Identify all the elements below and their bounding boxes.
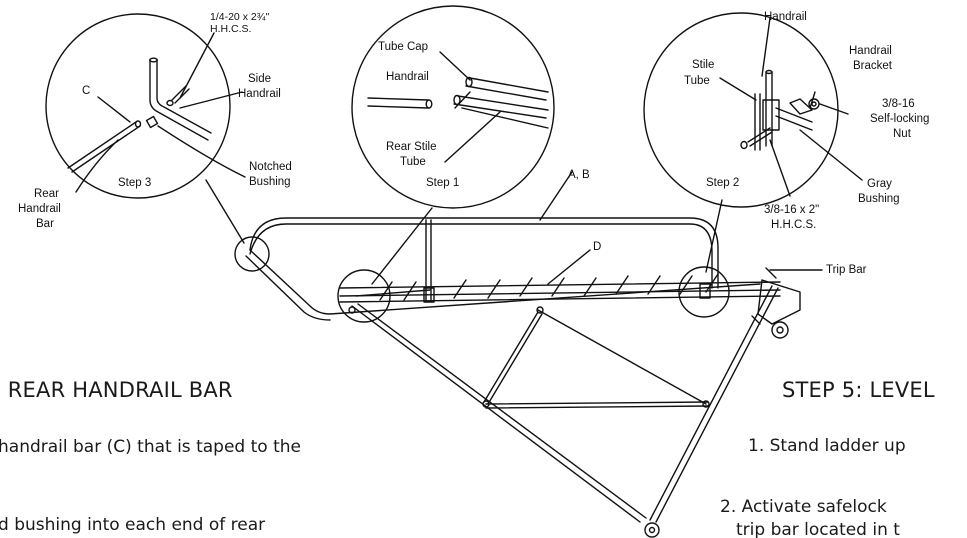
label-step1: Step 1 — [426, 177, 459, 189]
ladder-callout-circle-b — [337, 269, 391, 323]
label-rear-stile: Rear Stile — [386, 141, 437, 153]
ladder-callout-circle-a — [234, 236, 270, 272]
label-step2: Step 2 — [706, 177, 739, 189]
diagram-labels: 1/4-20 x 2¾" H.H.C.S. C Side Handrail Re… — [18, 11, 929, 276]
label-rear-handrail: Handrail — [18, 203, 61, 215]
label-bushing: Bushing — [249, 176, 291, 188]
label-stile: Stile — [692, 59, 714, 71]
label-hhcs-b-size: 3/8-16 x 2" — [764, 204, 819, 216]
rear-stile-tube-part — [453, 94, 549, 119]
label-d: D — [593, 241, 601, 253]
label-stile-tube: Tube — [684, 75, 710, 87]
label-step3: Step 3 — [118, 177, 151, 189]
label-rear-stile-tube: Tube — [400, 156, 426, 168]
label-trip-bar: Trip Bar — [826, 264, 867, 276]
left-step-heading: . REAR HANDRAIL BAR — [0, 378, 233, 402]
stile-tube-part — [754, 69, 780, 151]
label-side: Side — [248, 73, 271, 85]
label-nut: Nut — [893, 128, 912, 140]
handrail-bracket-part — [775, 98, 813, 131]
label-rear: Rear — [34, 188, 59, 200]
detail-circle-step1 — [351, 5, 555, 209]
label-handrail-bracket-2: Bracket — [853, 60, 893, 72]
nut-part — [808, 98, 820, 110]
side-handrail-part — [148, 57, 212, 141]
label-ab: A, B — [568, 169, 590, 181]
detail-circle-step3 — [45, 13, 231, 199]
right-instruction-line-2: 2. Activate safelock — [720, 497, 887, 517]
label-self-locking: Self-locking — [870, 113, 929, 125]
right-step-heading: STEP 5: LEVEL — [782, 378, 935, 402]
handrail-tube-step1 — [367, 97, 433, 109]
notched-bushing-part — [145, 115, 159, 129]
left-instruction-line-2: d bushing into each end of rear — [0, 515, 266, 535]
label-side-handrail: Handrail — [238, 88, 281, 100]
label-handrail-bracket-1: Handrail — [849, 45, 892, 57]
label-hhcs-b-type: H.H.C.S. — [771, 219, 816, 231]
right-instruction-line-1: 1. Stand ladder up — [748, 436, 906, 456]
label-nut-size: 3/8-16 — [882, 98, 915, 110]
detail-circle-step2 — [643, 12, 839, 208]
label-hhcs-size: 1/4-20 x 2¾" — [210, 11, 269, 23]
hhcs-bolt-step3 — [166, 85, 190, 107]
label-tube-cap: Tube Cap — [378, 41, 428, 53]
tube-cap-part — [465, 76, 549, 101]
ladder-drawing — [245, 217, 801, 538]
left-instruction-line-1: handrail bar (C) that is taped to the — [0, 437, 301, 457]
label-notched: Notched — [249, 161, 292, 173]
ladder-callout-circle-c — [678, 266, 730, 318]
label-gray: Gray — [867, 178, 892, 190]
label-gray-bushing: Bushing — [858, 193, 900, 205]
label-handrail-step2: Handrail — [764, 11, 807, 23]
label-bar: Bar — [36, 218, 54, 230]
label-handrail-step1: Handrail — [386, 71, 429, 83]
label-hhcs-type: H.H.C.S. — [210, 23, 251, 35]
label-c: C — [82, 85, 90, 97]
right-instruction-line-3: trip bar located in t — [736, 520, 900, 538]
hhcs-bolt-step2 — [740, 127, 773, 150]
rear-handrail-bar-part — [67, 120, 142, 173]
